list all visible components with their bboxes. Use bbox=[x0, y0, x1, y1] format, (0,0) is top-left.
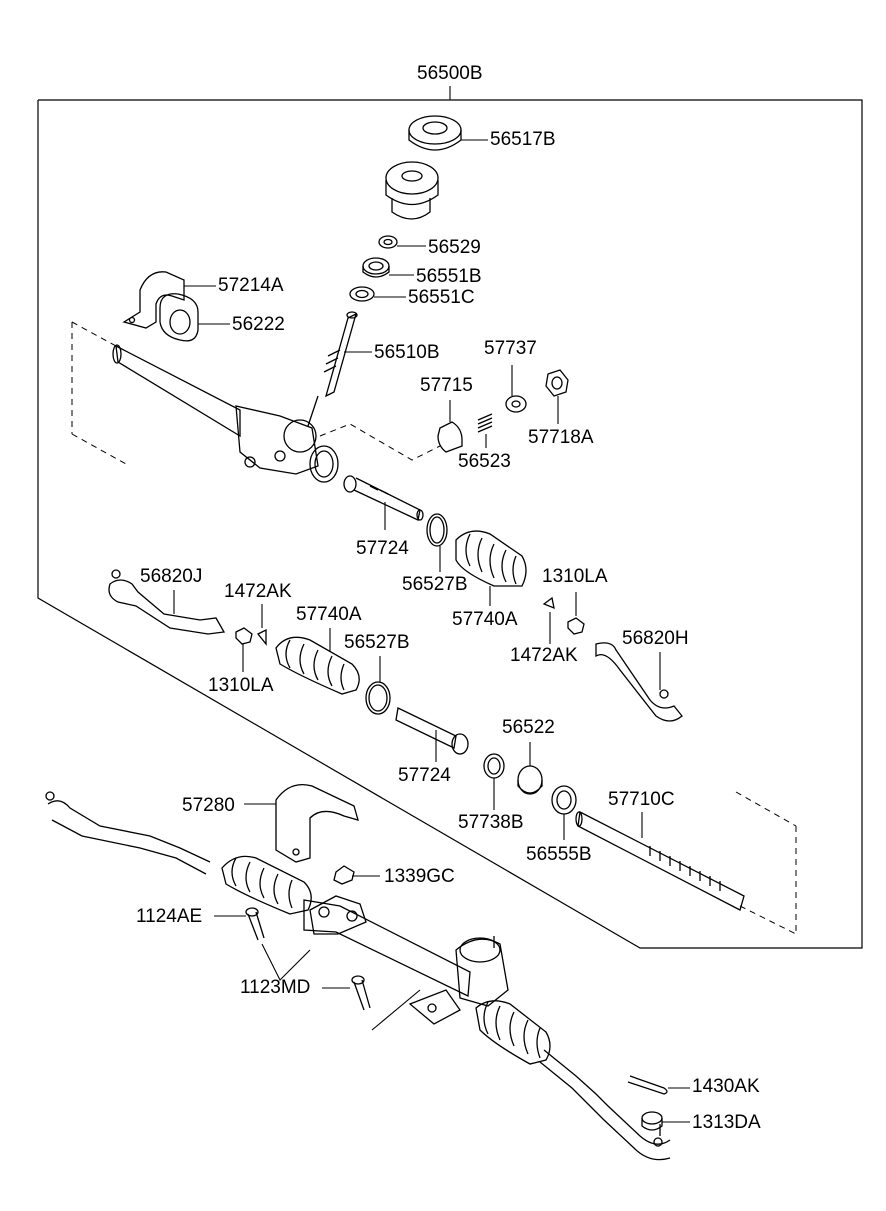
label-1430AK: 1430AK bbox=[692, 1076, 760, 1097]
part-56555B bbox=[551, 785, 577, 815]
part-57724-upper bbox=[343, 475, 424, 521]
label-56527B-left: 56527B bbox=[344, 632, 410, 653]
label-57724-lower: 57724 bbox=[398, 765, 451, 786]
part-56222 bbox=[159, 293, 199, 342]
part-56529 bbox=[378, 235, 398, 249]
label-56551B: 56551B bbox=[416, 266, 482, 287]
part-1339GC bbox=[333, 865, 355, 885]
label-56820H: 56820H bbox=[622, 628, 689, 649]
label-57738B: 57738B bbox=[458, 812, 524, 833]
label-1339GC: 1339GC bbox=[384, 866, 455, 887]
label-56555B: 56555B bbox=[526, 844, 592, 865]
label-56222: 56222 bbox=[232, 314, 285, 335]
label-57710C: 57710C bbox=[608, 789, 675, 810]
part-56527B-left bbox=[365, 681, 391, 715]
part-57715 bbox=[437, 421, 463, 453]
part-56522 bbox=[517, 765, 543, 795]
label-56529: 56529 bbox=[428, 237, 481, 258]
part-1310LA-right bbox=[567, 617, 585, 635]
part-1430AK bbox=[627, 1075, 668, 1095]
label-56510B: 56510B bbox=[374, 342, 440, 363]
label-57740A-upper: 57740A bbox=[452, 609, 518, 630]
assembly-frame bbox=[37, 99, 863, 949]
label-56517B: 56517B bbox=[490, 129, 556, 150]
label-56523: 56523 bbox=[458, 451, 511, 472]
label-1124AE: 1124AE bbox=[136, 906, 203, 927]
part-57738B bbox=[483, 753, 505, 779]
part-56523 bbox=[477, 413, 493, 433]
part-1472AK-left bbox=[256, 628, 267, 646]
part-57710C bbox=[575, 811, 745, 911]
label-1472AK-left: 1472AK bbox=[224, 581, 292, 602]
part-56820H bbox=[595, 642, 683, 722]
part-56551B bbox=[362, 257, 390, 278]
part-assembly-lower bbox=[45, 791, 671, 1161]
label-57724-upper: 57724 bbox=[356, 538, 409, 559]
label-56527B-upper: 56527B bbox=[402, 574, 468, 595]
label-56551C: 56551C bbox=[408, 287, 475, 308]
label-57214A: 57214A bbox=[218, 275, 284, 296]
part-57280 bbox=[275, 783, 359, 863]
part-56510B bbox=[307, 311, 358, 427]
part-1310LA-left bbox=[235, 627, 253, 645]
label-1310LA-left: 1310LA bbox=[208, 675, 274, 696]
label-57737: 57737 bbox=[484, 338, 537, 359]
label-57715: 57715 bbox=[420, 375, 473, 396]
label-56500B: 56500B bbox=[417, 63, 483, 84]
label-1123MD: 1123MD bbox=[240, 977, 311, 998]
part-1123MD bbox=[351, 975, 371, 1011]
label-57280: 57280 bbox=[182, 795, 235, 816]
part-1472AK-right bbox=[542, 596, 555, 610]
label-1310LA-right: 1310LA bbox=[542, 566, 608, 587]
part-56527B-upper bbox=[426, 513, 448, 547]
label-57718A: 57718A bbox=[528, 427, 594, 448]
label-57740A-left: 57740A bbox=[296, 604, 362, 625]
label-56522: 56522 bbox=[502, 717, 555, 738]
part-57214A bbox=[122, 271, 185, 329]
part-56517B bbox=[408, 115, 462, 151]
label-1313DA: 1313DA bbox=[692, 1112, 761, 1133]
label-56820J: 56820J bbox=[140, 566, 203, 587]
part-1124AE bbox=[245, 907, 265, 941]
part-57737 bbox=[505, 395, 527, 413]
part-57724-lower bbox=[395, 707, 469, 755]
part-56551C bbox=[349, 286, 375, 302]
part-57740A-upper bbox=[455, 530, 527, 587]
part-1313DA bbox=[641, 1111, 663, 1131]
part-57718A bbox=[545, 369, 569, 397]
part-56820J bbox=[108, 569, 226, 635]
label-1472AK-right: 1472AK bbox=[510, 645, 578, 666]
part-pinion-cover bbox=[385, 161, 439, 220]
part-rack-housing-upper bbox=[112, 344, 339, 483]
part-57740A-left bbox=[275, 636, 360, 695]
